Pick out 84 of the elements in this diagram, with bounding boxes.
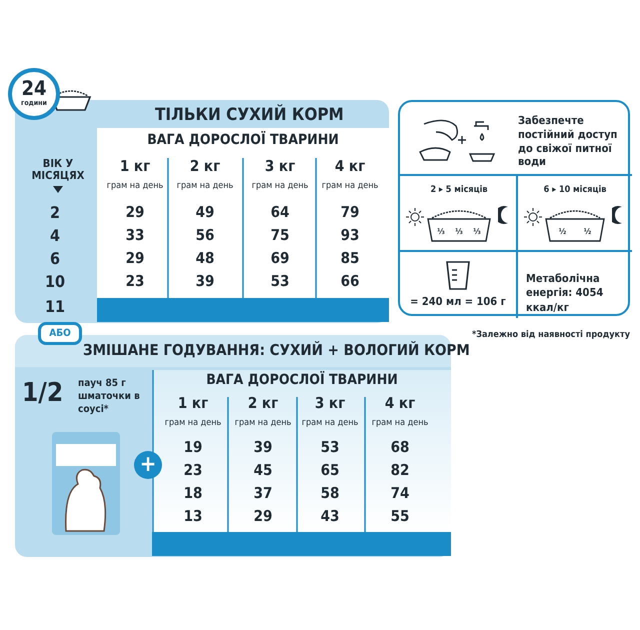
hours-number: 24 xyxy=(21,77,47,99)
water-instruction: Забезпечте постійний доступ до свіжої питної води xyxy=(518,114,618,169)
weight-heading: 4 кг xyxy=(334,158,366,174)
grams-value: 56 xyxy=(196,227,214,244)
plus-circle xyxy=(134,451,162,479)
grams-value: 29 xyxy=(126,204,144,220)
grams-value: 48 xyxy=(196,250,214,266)
table-heading: ВАГА ДОРОСЛОЇ ТВАРИНИ xyxy=(147,133,339,148)
plus-sign: + xyxy=(140,453,156,478)
fraction-label: ⅓ xyxy=(437,228,445,237)
fraction-label: ½ xyxy=(584,228,592,237)
unit-label: грам на день xyxy=(106,182,164,192)
fraction-label: ½ xyxy=(558,228,566,237)
grams-value: 93 xyxy=(340,227,360,244)
product-band xyxy=(152,532,451,556)
feeding-cell xyxy=(400,174,518,250)
unit-label: грам на день xyxy=(372,419,428,429)
fraction-label: ⅓ xyxy=(455,228,463,237)
pouch-description: пауч 85 г шматочки в соусі* xyxy=(78,377,141,416)
weight-heading: 1 кг xyxy=(178,395,208,412)
age-range-label: 6 ▸ 10 місяців xyxy=(544,186,606,196)
grams-value: 68 xyxy=(390,439,410,456)
unit-label: грам на день xyxy=(164,419,222,429)
grams-value: 23 xyxy=(184,462,202,478)
age-value: 10 xyxy=(44,273,66,291)
grams-value: 49 xyxy=(196,204,214,220)
energy-note: Метаболічна енергія: 4054 ккал/кг xyxy=(526,272,604,315)
grams-value: 39 xyxy=(196,273,214,290)
grams-value: 85 xyxy=(340,250,360,266)
grams-value: 55 xyxy=(390,508,410,524)
dry-food-panel xyxy=(15,100,389,323)
age-value: 6 xyxy=(50,250,60,268)
grams-value: 23 xyxy=(126,273,144,290)
grams-value: 29 xyxy=(126,250,144,266)
panel-title: ЗМІШАНЕ ГОДУВАННЯ: СУХИЙ + ВОЛОГИЙ КОРМ xyxy=(83,342,470,358)
age-range-label: 2 ▸ 5 місяців xyxy=(430,186,488,196)
pouch-drawing xyxy=(52,432,120,535)
cup-cell xyxy=(400,250,518,318)
grams-value: 69 xyxy=(270,250,290,266)
unit-label: грам на день xyxy=(176,182,234,192)
grams-value: 66 xyxy=(340,273,360,290)
grams-value: 53 xyxy=(320,439,340,456)
or-label: АБО xyxy=(49,328,71,339)
fraction-label: ⅓ xyxy=(473,228,481,237)
grams-value: 43 xyxy=(320,508,340,524)
unit-label: грам на день xyxy=(234,419,292,429)
weight-heading: 2 кг xyxy=(248,395,278,412)
grams-value: 75 xyxy=(270,227,290,244)
column-heading: ВІК У МІСЯЦЯХ xyxy=(30,158,86,182)
weight-heading: 1 кг xyxy=(120,158,150,174)
clock-badge xyxy=(8,68,60,120)
age-value: 11 xyxy=(44,298,66,316)
grams-value: 39 xyxy=(254,439,272,456)
grams-value: 37 xyxy=(254,485,272,502)
grams-value: 29 xyxy=(254,508,272,524)
weight-heading: 3 кг xyxy=(264,158,296,174)
unit-label: грам на день xyxy=(302,419,358,429)
grams-value: 45 xyxy=(254,462,272,478)
grams-value: 18 xyxy=(184,485,202,502)
grams-value: 58 xyxy=(320,485,340,502)
age-value: 4 xyxy=(50,227,60,245)
portion-fraction: 1/2 xyxy=(22,379,64,408)
grams-value: 53 xyxy=(270,273,290,290)
panel-title: ТІЛЬКИ СУХИЙ КОРМ xyxy=(155,106,344,125)
grams-value: 82 xyxy=(390,462,410,478)
info-panel xyxy=(398,100,630,316)
grams-value: 13 xyxy=(184,508,202,524)
grams-value: 74 xyxy=(390,485,410,502)
table-heading: ВАГА ДОРОСЛОЇ ТВАРИНИ xyxy=(206,373,398,388)
weight-heading: 4 кг xyxy=(384,395,416,412)
grams-value: 33 xyxy=(126,227,144,244)
product-band xyxy=(97,298,389,322)
grams-value: 19 xyxy=(184,439,202,456)
or-badge xyxy=(38,322,82,345)
grams-value: 64 xyxy=(270,204,290,220)
weight-heading: 2 кг xyxy=(190,158,220,174)
age-value: 2 xyxy=(50,204,60,222)
unit-label: грам на день xyxy=(322,182,378,192)
weight-heading: 3 кг xyxy=(314,395,346,412)
footnote: *Залежно від наявності продукту xyxy=(472,331,630,341)
grams-value: 79 xyxy=(340,204,360,220)
unit-label: грам на день xyxy=(252,182,308,192)
grams-value: 65 xyxy=(320,462,340,478)
cup-equivalent: = 240 мл = 106 г xyxy=(410,296,506,308)
